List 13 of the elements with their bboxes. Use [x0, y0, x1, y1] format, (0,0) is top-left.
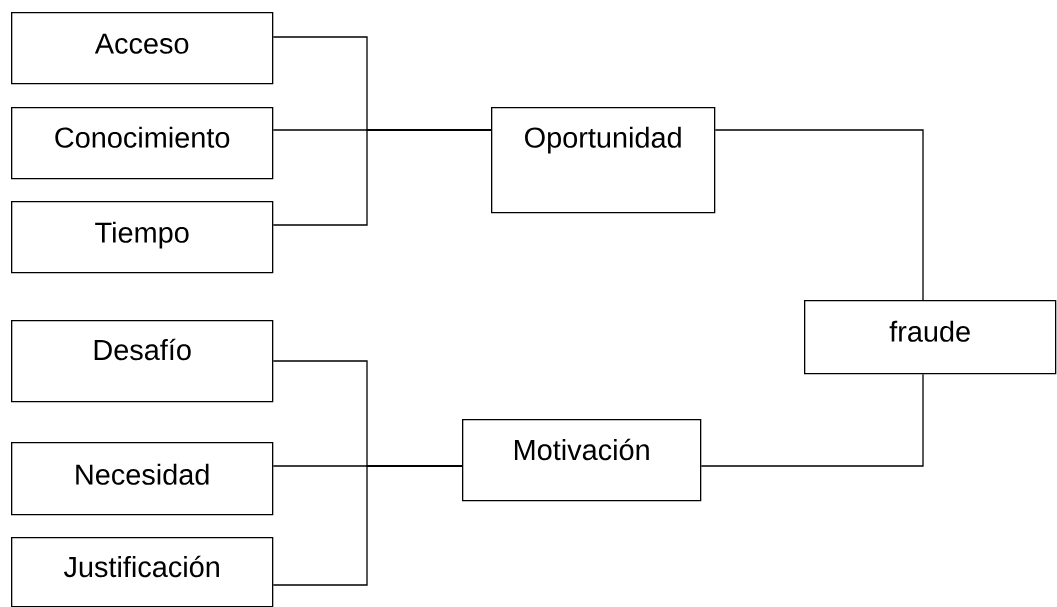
- connector-line: [272, 465, 463, 586]
- process-box: Oportunidad: [491, 107, 716, 214]
- process-box: Tiempo: [11, 201, 274, 274]
- process-box: Acceso: [11, 12, 274, 85]
- process-box: Motivación: [462, 419, 702, 502]
- process-box: Conocimiento: [11, 107, 274, 180]
- process-box: fraude: [804, 300, 1057, 375]
- process-box: Desafío: [11, 320, 274, 403]
- process-box: Justificación: [11, 537, 274, 607]
- process-box: Necesidad: [11, 442, 274, 516]
- connector-line: [714, 129, 924, 301]
- connector-line: [272, 129, 492, 226]
- connector-line: [700, 373, 924, 467]
